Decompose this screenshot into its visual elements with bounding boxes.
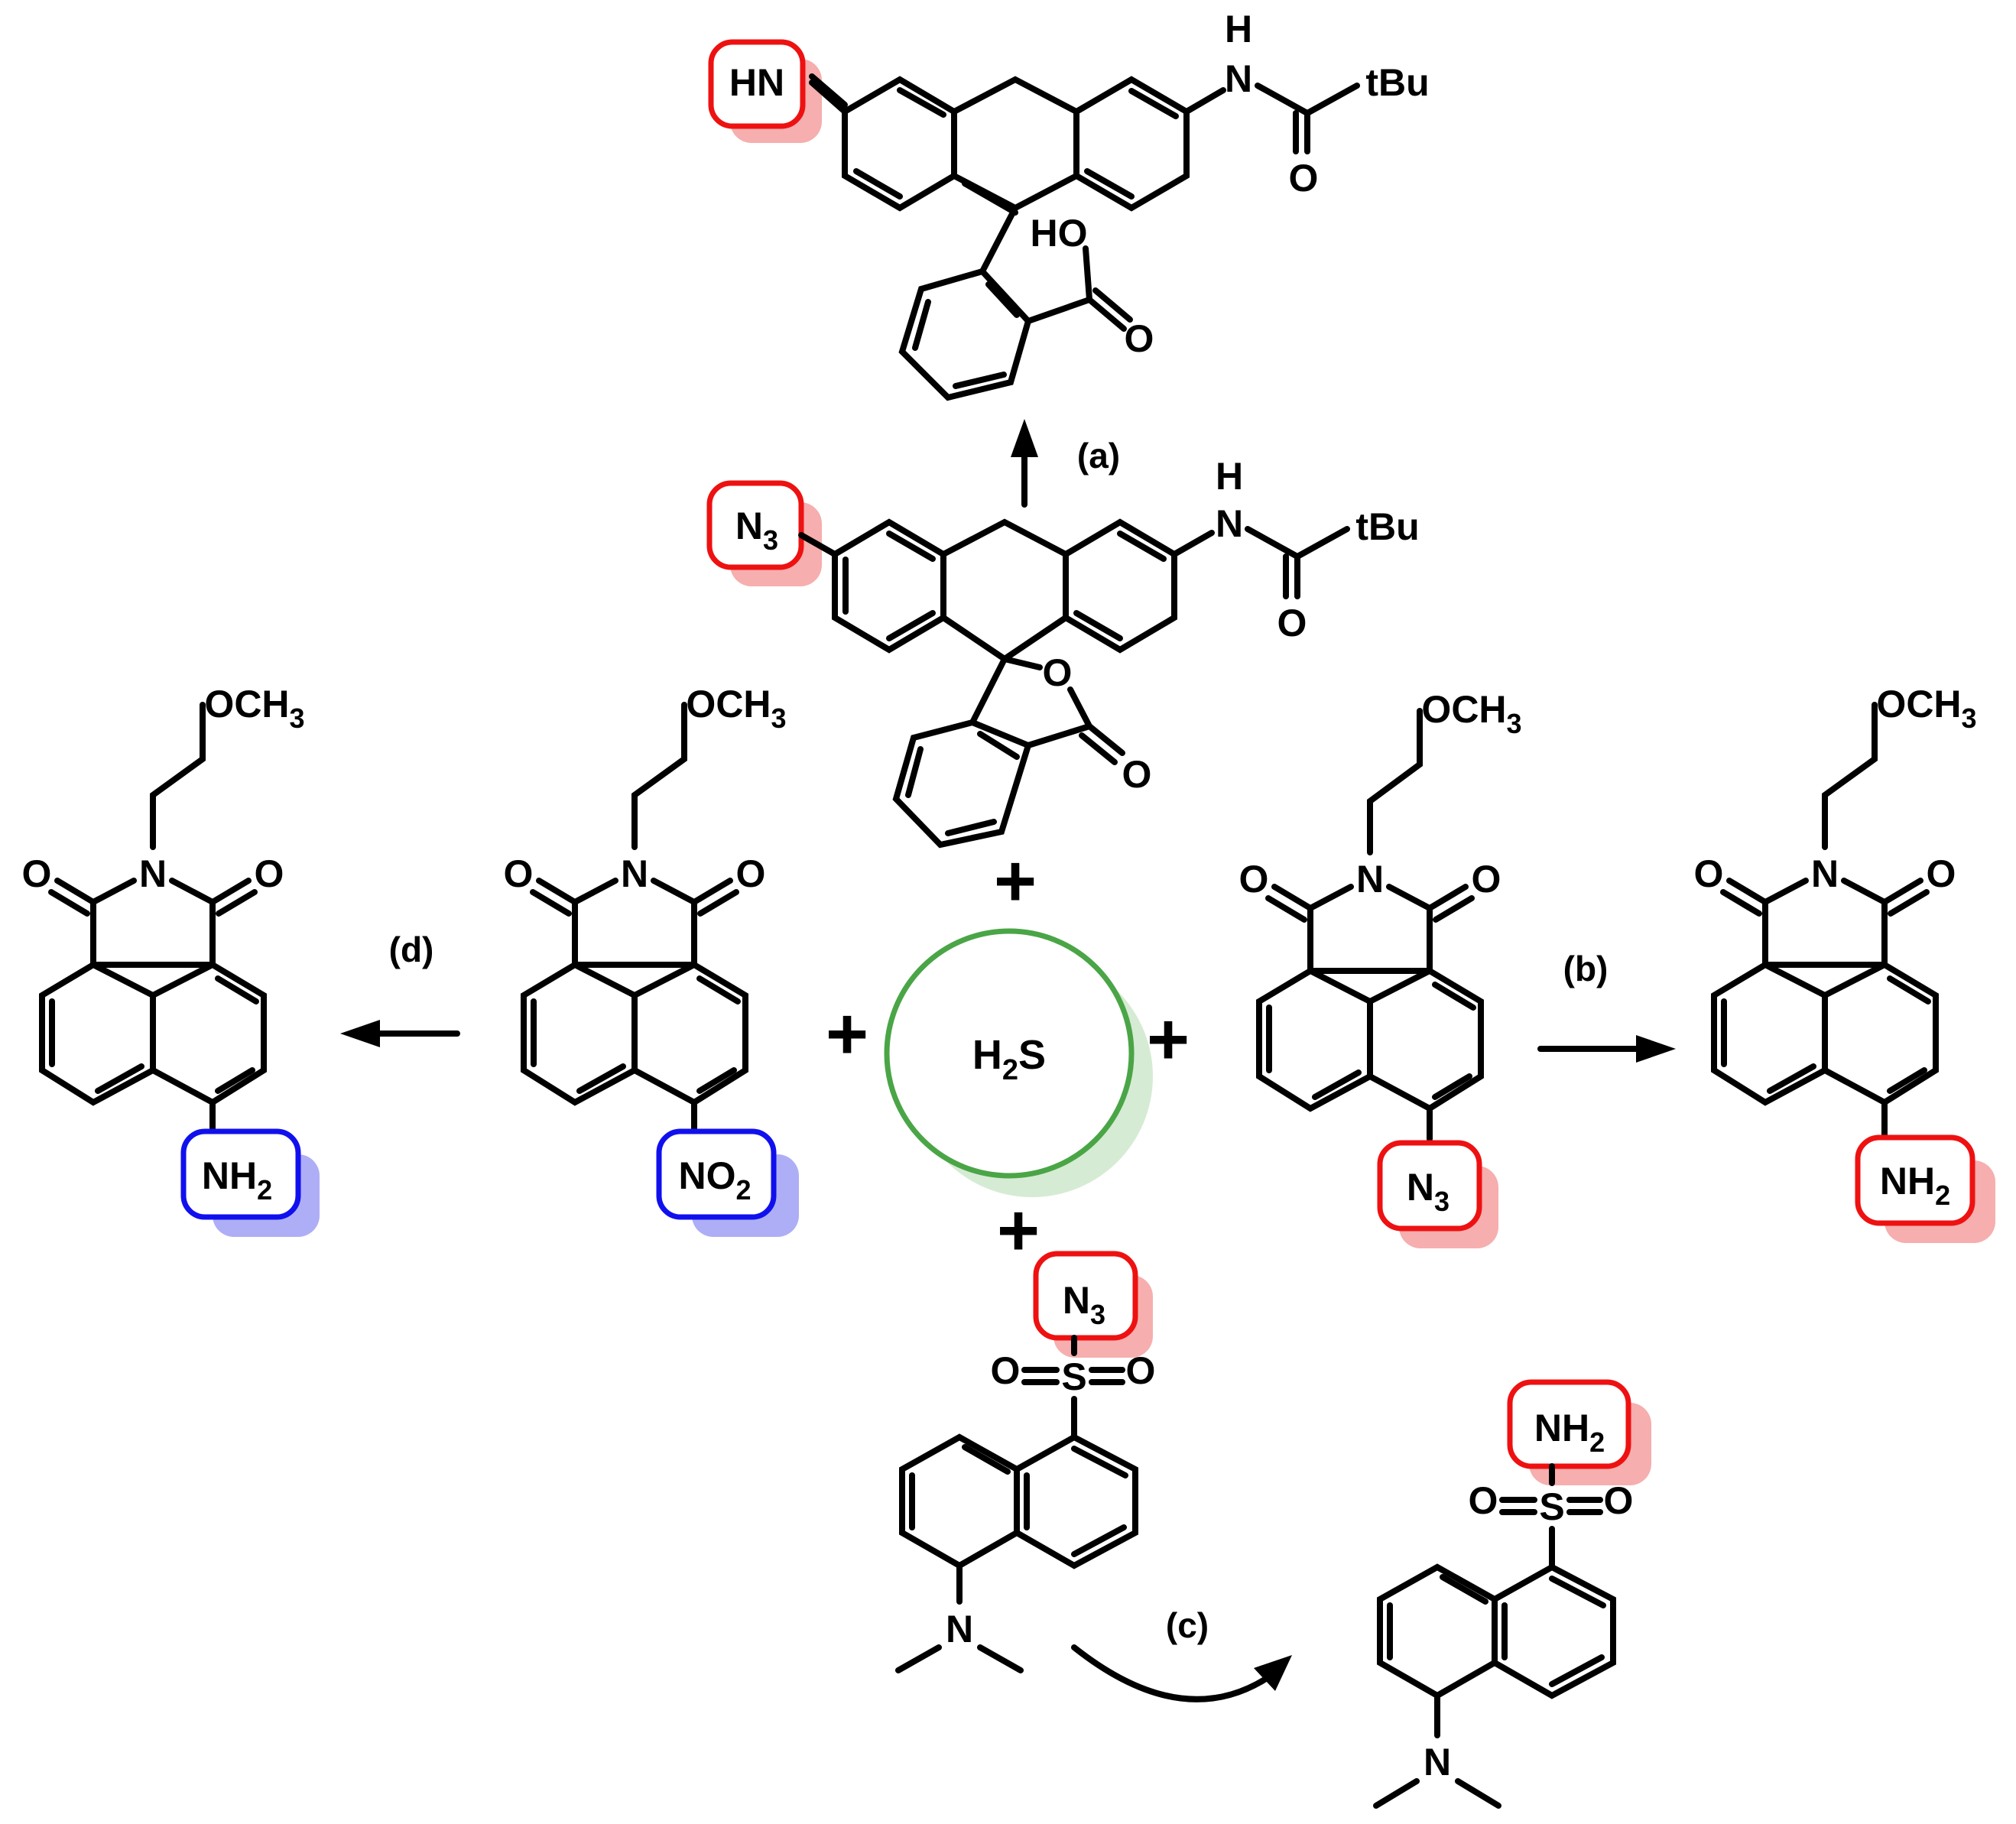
n-label-c: N (946, 1608, 973, 1650)
o-label-f1: O (1239, 858, 1269, 901)
no2-label: NO2 (678, 1154, 751, 1206)
s-label-h: S (1539, 1485, 1564, 1528)
n-label-f: N (1356, 858, 1384, 901)
och3-label-f: OCH3 (1421, 688, 1521, 739)
o-label-a2: O (1125, 317, 1154, 360)
o-label-b1: O (1277, 602, 1307, 644)
o-label-g2: O (1927, 852, 1956, 895)
plus-left: + (826, 993, 868, 1075)
plus-right: + (1147, 998, 1190, 1080)
o-label-e2: O (736, 852, 766, 895)
arrow-c (1071, 1644, 1292, 1702)
o-label-d2: O (255, 852, 284, 895)
o-label-c1: O (991, 1349, 1021, 1392)
label-d: (d) (389, 930, 434, 969)
n-label-b: N (1216, 502, 1243, 545)
o-label-h1: O (1469, 1479, 1498, 1522)
arrow-d (340, 1020, 460, 1047)
arrow-a (1011, 419, 1038, 508)
n-label-g: N (1811, 852, 1839, 895)
tbu-label-b: tBu (1355, 505, 1419, 548)
n-label-d: N (139, 852, 167, 895)
h2s-ring (884, 928, 1135, 1179)
product-c: NH2 O S O N (1373, 1379, 1651, 1809)
label-c: (c) (1166, 1605, 1209, 1645)
nh2-label-d: NH2 (202, 1154, 272, 1206)
arrow-b (1537, 1035, 1676, 1063)
n3-label-c: N3 (1063, 1279, 1105, 1330)
o-label-g1: O (1694, 852, 1724, 895)
o-label-b3: O (1122, 753, 1152, 796)
och3-label-d: OCH3 (204, 683, 304, 734)
o-label-e1: O (504, 852, 534, 895)
nh2-label-c: NH2 (1534, 1407, 1605, 1458)
och3-label-e: OCH3 (686, 683, 786, 734)
h-label-a: H (1225, 8, 1252, 50)
label-a: (a) (1077, 436, 1120, 475)
nh2-label-b: NH2 (1880, 1160, 1950, 1211)
ho-label: HO (1031, 212, 1088, 255)
n-label-h: N (1424, 1741, 1451, 1783)
probe-a: N3 H N O tBu O O (706, 455, 1420, 849)
probe-c: N3 O S O N (895, 1251, 1156, 1673)
probe-d: OCH3 N O O NO2 (504, 683, 799, 1237)
tbu-label-a: tBu (1365, 61, 1429, 104)
probe-b: OCH3 N O O N3 (1239, 688, 1522, 1248)
product-b: OCH3 N O O NH2 (1694, 683, 1995, 1243)
hn-label: HN (729, 61, 784, 104)
o-label-h2: O (1604, 1479, 1634, 1522)
h2s-label: H2S (972, 1032, 1046, 1086)
n-label-a: N (1225, 57, 1252, 100)
o-label-f2: O (1472, 858, 1501, 901)
och3-label-g: OCH3 (1876, 683, 1976, 734)
product-a: HN H N O tBu HO O (708, 8, 1430, 401)
n-label-e: N (621, 852, 648, 895)
label-b: (b) (1563, 949, 1609, 988)
n3-label-a: N3 (735, 505, 778, 556)
h-label-b: H (1216, 455, 1243, 498)
o-label-d1: O (22, 852, 52, 895)
o-label-b2: O (1043, 651, 1073, 694)
plus-bottom: + (997, 1189, 1040, 1271)
plus-top: + (994, 840, 1037, 922)
n3-label-b: N3 (1407, 1166, 1450, 1217)
o-label-a1: O (1289, 157, 1319, 200)
product-d: OCH3 N O O NH2 (22, 683, 320, 1237)
s-label-c: S (1061, 1355, 1086, 1398)
o-label-c2: O (1126, 1349, 1156, 1392)
h2s-reagent: H2S (884, 928, 1153, 1197)
